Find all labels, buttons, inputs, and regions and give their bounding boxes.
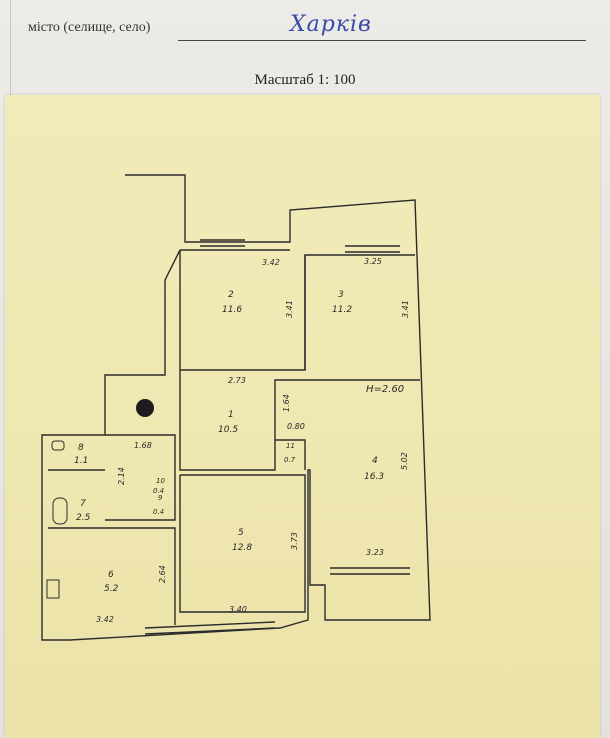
room-10-num: 10 xyxy=(156,477,165,485)
dim-3-42-bottom: 3.42 xyxy=(96,615,114,624)
toilet-icon xyxy=(51,440,65,451)
inner-wall-room4 xyxy=(275,379,420,470)
dim-3-42-top: 3.42 xyxy=(262,258,280,267)
room-5-num: 5 xyxy=(238,528,244,538)
room-2-num: 2 xyxy=(228,290,234,300)
dim-5-02: 5.02 xyxy=(400,452,409,470)
room-4-area: 16.3 xyxy=(364,472,384,482)
room-7-area: 2.5 xyxy=(76,513,91,523)
stove-icon xyxy=(46,579,60,599)
dim-2-73: 2.73 xyxy=(228,376,246,385)
room-8-area: 1.1 xyxy=(74,456,88,466)
room-7-num: 7 xyxy=(80,499,86,509)
room-9-num: 9 xyxy=(158,494,163,502)
dim-2-64: 2.64 xyxy=(158,565,167,583)
room-8-num: 8 xyxy=(78,443,84,453)
city-label: місто (селище, село) xyxy=(28,20,151,35)
room-2-area: 11.6 xyxy=(222,305,242,315)
room-11-num: 11 xyxy=(286,442,295,450)
dim-3-40: 3.40 xyxy=(229,605,247,614)
dim-3-41-a: 3.41 xyxy=(285,300,294,318)
room-1-num: 1 xyxy=(228,410,234,420)
dim-3-73: 3.73 xyxy=(290,532,299,550)
room-6-num: 6 xyxy=(108,570,114,580)
room-9-area: 0.4 xyxy=(153,508,164,516)
inner-wall-room5 xyxy=(179,474,306,613)
dim-2-14: 2.14 xyxy=(117,467,126,485)
inner-wall-mid xyxy=(180,249,306,370)
inner-wall-room1 xyxy=(179,370,305,471)
room-4-num: 4 xyxy=(372,456,378,466)
dim-0-80: 0.80 xyxy=(287,422,305,431)
window-top-left xyxy=(200,239,245,247)
outer-wall xyxy=(41,174,431,641)
chimney-icon xyxy=(136,399,154,417)
tracing-paper xyxy=(5,95,600,738)
room-5-area: 12.8 xyxy=(232,543,252,553)
dim-3-41-b: 3.41 xyxy=(401,300,410,318)
room-11-area: 0.7 xyxy=(284,456,296,464)
window-bottom xyxy=(144,621,276,635)
window-right xyxy=(330,567,410,575)
window-top-right xyxy=(345,245,400,253)
bathtub-icon xyxy=(52,497,68,525)
room-10-area: 0.4 xyxy=(153,487,164,495)
room-3-num: 3 xyxy=(338,290,344,300)
room-1-area: 10.5 xyxy=(218,425,238,435)
room-6-area: 5.2 xyxy=(104,584,119,594)
dim-3-25: 3.25 xyxy=(364,257,382,266)
header-city-row: місто (селище, село) Харків xyxy=(28,8,588,48)
dim-3-23: 3.23 xyxy=(366,548,384,557)
city-underline xyxy=(178,40,586,41)
dim-1-68: 1.68 xyxy=(134,441,152,450)
room-3-area: 11.2 xyxy=(332,305,352,315)
dim-1-64: 1.64 xyxy=(282,394,291,412)
inner-wall-top xyxy=(179,250,415,371)
city-value: Харків xyxy=(290,12,372,37)
scale-label: Масштаб 1: 100 xyxy=(254,72,356,88)
height-note: H=2.60 xyxy=(366,384,404,395)
inner-wall-left xyxy=(48,434,176,625)
